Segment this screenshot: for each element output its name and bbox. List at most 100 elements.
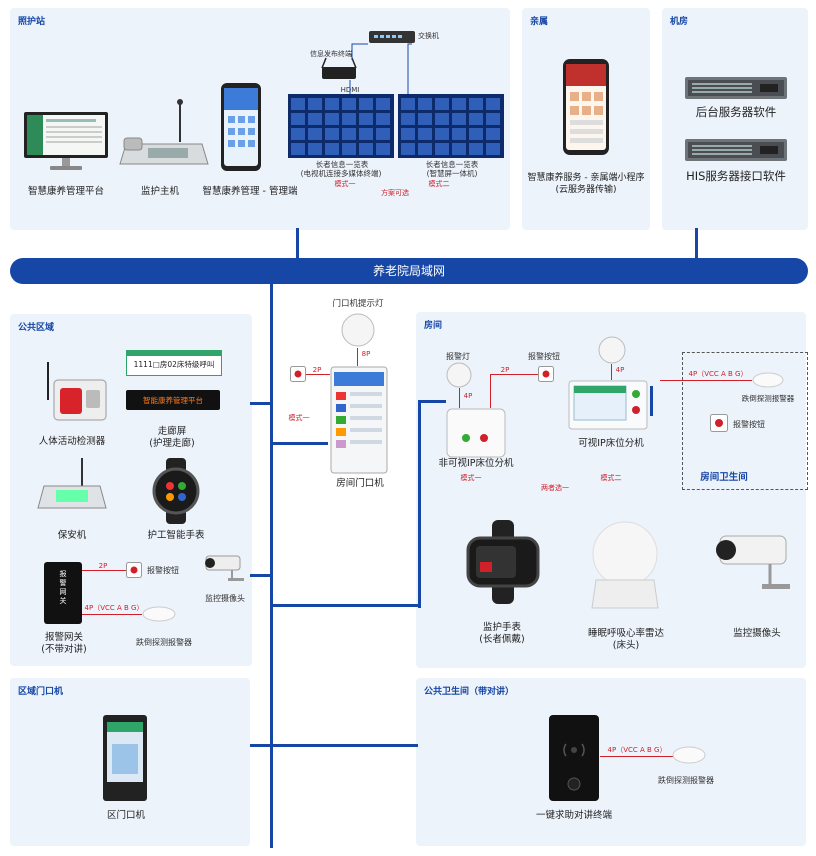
door-option: 模式一 (288, 414, 310, 422)
gateway-sub: (不带对讲) (41, 644, 87, 655)
family-app-label: 智慧康养服务 - 亲属端小程序 (527, 173, 645, 183)
room-bus (418, 400, 421, 608)
toilet-fall-radar-icon (672, 746, 706, 764)
switch-wires (349, 43, 412, 94)
activity-detector-label: 人体活动检测器 (38, 436, 106, 447)
board-cell (418, 128, 432, 140)
board-cell (291, 128, 305, 140)
board-cell (291, 143, 305, 155)
room-fall-radar-icon (752, 372, 784, 388)
area-gate-title: 区域门口机 (18, 687, 64, 697)
lan-bus: 养老院局域网 (10, 258, 808, 284)
corridor-sub: (护理走廊) (149, 438, 195, 449)
board-cell (325, 143, 339, 155)
board-cell (342, 143, 356, 155)
branch-door (272, 442, 328, 445)
public-alarm-button-icon (126, 562, 142, 578)
platform-label: 智慧康养管理平台 (27, 186, 104, 197)
sos-terminal-label: 一键求助对讲终端 (535, 810, 612, 821)
room-toilet-area (682, 352, 808, 490)
sleep-radar-sub: (床头) (612, 640, 640, 651)
wire-4p-room-c: 4P（VCC A B G） (688, 370, 748, 378)
public-camera-icon (205, 555, 244, 581)
room-bus-a (418, 400, 446, 403)
board-cell (418, 113, 432, 125)
wire-room-alarm (490, 374, 538, 375)
board-cell (376, 143, 390, 155)
wire-4p-public: 4P（VCC A B G） (84, 604, 144, 612)
wire-gateway-alarm (82, 570, 126, 571)
room-indicator-icon (446, 362, 472, 388)
mgmt-phone-icon (221, 83, 261, 171)
info-terminal-label: 信息发布终端 (310, 50, 352, 58)
board1-sub: (电视机连接多媒体终端) (300, 169, 382, 178)
board-cell (325, 128, 339, 140)
wire-2p-door: 2P (312, 366, 322, 374)
room-ceiling-light-icon (598, 336, 626, 364)
board-cell (418, 143, 432, 155)
door-light-icon (341, 313, 375, 347)
board-cell (452, 143, 466, 155)
monitor-host-label: 监护主机 (140, 186, 179, 197)
branch-room (272, 604, 418, 607)
server-1-icon (685, 77, 787, 99)
server-2-icon (685, 139, 787, 161)
wire-room-alarm-v (490, 374, 491, 408)
board-cell (291, 113, 305, 125)
area-gate-device-icon (103, 715, 147, 801)
room-option-3: 两者选一 (541, 484, 569, 492)
door-unit-label: 房间门口机 (336, 478, 384, 489)
wire-gateway-radar (82, 614, 142, 615)
board-cell (325, 98, 339, 110)
wire-door-alarm (306, 374, 330, 375)
board-cell (486, 128, 500, 140)
door-alarm-button-icon (290, 366, 306, 382)
trunk-line-nurse (296, 228, 299, 260)
toilet-alarm-button-label: 报警按钮 (733, 420, 765, 429)
trunk-line-server (695, 228, 698, 260)
board-cell (376, 113, 390, 125)
board-cell (469, 128, 483, 140)
board-cell (452, 113, 466, 125)
elder-watch-label: 监护手表 (482, 622, 521, 633)
board-cell (359, 98, 373, 110)
board-cell (452, 98, 466, 110)
board-cell (469, 143, 483, 155)
info-terminal-icon (321, 57, 357, 79)
branch-area-gate (250, 744, 272, 747)
alarm-gateway-box: 报警网关 (44, 562, 82, 624)
trunk-main (270, 282, 273, 848)
wire-light-door (357, 348, 358, 366)
branch-public (250, 402, 272, 405)
elder-watch-sub: (长者佩戴) (479, 634, 525, 645)
board2-sub: (智慧屏一体机) (426, 169, 478, 178)
public-camera-label: 监控摄像头 (205, 594, 245, 603)
board-cell (308, 98, 322, 110)
corridor-text-2: 智能康养管理平台 (143, 396, 203, 405)
room-option-2: 模式二 (600, 474, 622, 482)
room-camera-label: 监控摄像头 (733, 628, 781, 639)
wire-sos-fall (600, 756, 676, 757)
room-camera-icon (716, 535, 790, 589)
wire-8p: 8P (361, 350, 371, 358)
public-alarm-button-label: 报警按钮 (147, 566, 179, 575)
board-cell (486, 98, 500, 110)
room-title: 房间 (424, 321, 443, 331)
board-cell (435, 113, 449, 125)
board-cell (359, 143, 373, 155)
family-app-sub: (云服务器传输) (555, 185, 617, 195)
board-cell (418, 98, 432, 110)
board1-option: 模式一 (334, 180, 356, 188)
board-cell (469, 98, 483, 110)
switch-icon (369, 31, 415, 43)
door-unit-icon (330, 366, 388, 474)
board-cell (452, 128, 466, 140)
switch-label: 交换机 (418, 32, 439, 40)
info-board-1 (288, 94, 394, 158)
room-fall-radar-label: 跌倒探测报警器 (741, 394, 795, 403)
board-cell (342, 113, 356, 125)
room-option-1: 模式一 (460, 474, 482, 482)
room-indicator-label: 报警灯 (446, 352, 470, 361)
toilet-alarm-button-icon (710, 414, 728, 432)
corridor-screen-2: 智能康养管理平台 (126, 390, 220, 410)
